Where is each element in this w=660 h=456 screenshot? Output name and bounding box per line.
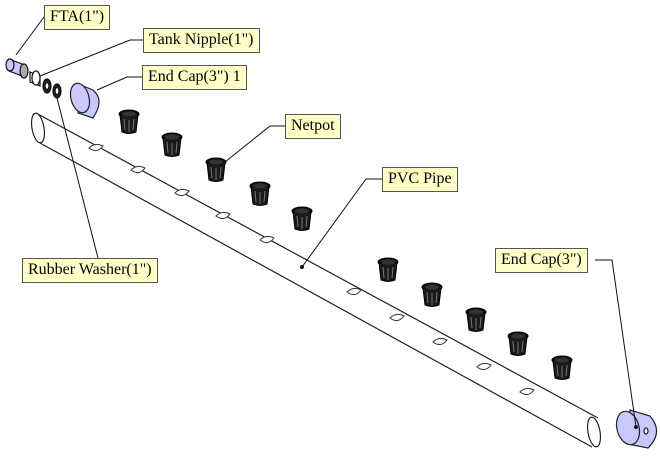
pipe-hole bbox=[215, 211, 231, 220]
pipe-hole bbox=[476, 362, 492, 371]
end-cap-3-label: End Cap(3") bbox=[495, 248, 588, 273]
pipe-hole bbox=[88, 143, 104, 152]
netpot bbox=[161, 132, 183, 157]
leader-pvc-pipe bbox=[301, 178, 382, 268]
pipe-hole bbox=[346, 287, 362, 296]
fta-label: FTA(1") bbox=[44, 5, 111, 30]
netpot bbox=[205, 157, 227, 182]
leader-end-cap-3 bbox=[595, 259, 637, 428]
leader-lines bbox=[15, 16, 638, 429]
pvc-pipe bbox=[30, 112, 602, 448]
pipe-holes bbox=[88, 143, 535, 396]
pipe-hole bbox=[389, 313, 405, 322]
leader-end-cap-1 bbox=[96, 76, 142, 91]
netpot bbox=[291, 206, 313, 231]
pvc-pipe-label: PVC Pipe bbox=[382, 167, 458, 192]
pipe-hole bbox=[130, 165, 146, 174]
netpot bbox=[377, 257, 399, 282]
netpot bbox=[465, 307, 487, 332]
netpot bbox=[507, 331, 529, 356]
netpot bbox=[421, 282, 443, 307]
fittings bbox=[5, 58, 62, 99]
pipe-hole bbox=[259, 235, 275, 244]
leader-netpot bbox=[219, 125, 285, 167]
tank-nipple-label: Tank Nipple(1") bbox=[143, 28, 260, 53]
end-cap-left bbox=[69, 82, 100, 119]
pipe-hole bbox=[174, 188, 190, 197]
leader-tank-nipple bbox=[39, 39, 143, 77]
netpot bbox=[249, 181, 271, 206]
leader-rubber-washer bbox=[56, 97, 99, 259]
netpot-label: Netpot bbox=[285, 114, 341, 139]
pipe-hole bbox=[519, 387, 535, 396]
netpot bbox=[551, 355, 573, 380]
rubber-washer-label: Rubber Washer(1") bbox=[22, 258, 158, 283]
end-cap-1-label: End Cap(3") 1 bbox=[142, 65, 247, 90]
netpot bbox=[118, 109, 140, 134]
leader-fta bbox=[15, 16, 45, 56]
netpots bbox=[118, 109, 573, 380]
pipe-hole bbox=[432, 337, 448, 346]
